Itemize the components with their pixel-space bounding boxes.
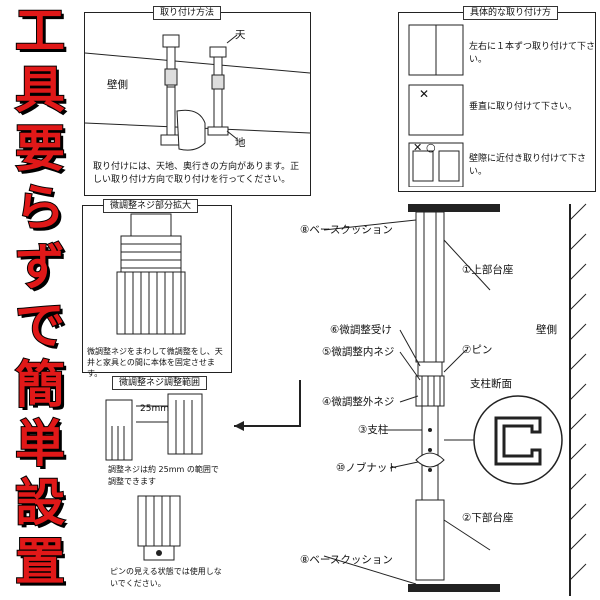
banner-char: 置 bbox=[14, 532, 66, 592]
specific-panel: 具体的な取り付け方 ✕ ✕ ○ 左右に１本ずつ取り付けて下さい。 垂直に取り付け… bbox=[398, 6, 596, 192]
label-cross-section: 支柱断面 bbox=[470, 378, 512, 390]
banner-char: 簡 bbox=[14, 355, 66, 415]
specific-item-3: 壁際に近付き取り付けて下さい。 bbox=[469, 154, 587, 177]
specific-title: 具体的な取り付け方 bbox=[463, 6, 559, 20]
label-pillar: ③支柱 bbox=[358, 424, 389, 436]
specific-item-1: 左右に１本ずつ取り付けて下さい。 bbox=[469, 42, 596, 65]
screw-zoom-illustration bbox=[116, 213, 186, 335]
label-fine-outer: ④微調整外ネジ bbox=[322, 396, 395, 408]
label-ceiling: 天 bbox=[235, 29, 246, 41]
banner-char: 単 bbox=[14, 414, 66, 474]
screw-range-illustration bbox=[105, 393, 203, 561]
specific-item-2: 垂直に取り付けて下さい。 bbox=[469, 102, 578, 112]
banner-char: 設 bbox=[14, 473, 66, 533]
range-note-1: 調整ネジは約 25mm の範囲で調整できます bbox=[108, 465, 219, 486]
banner-char: 要 bbox=[14, 119, 66, 179]
label-lower-base: ②下部台座 bbox=[462, 512, 514, 524]
label-wall-side: 壁側 bbox=[536, 324, 557, 336]
banner-char: ら bbox=[14, 178, 66, 238]
adjust-zoom-note: 微調整ネジをまわして微調整をし、天井と家具との間に本体を固定させます。 bbox=[87, 347, 223, 378]
label-wall: 壁側 bbox=[107, 79, 128, 91]
range-dimension: 25mm bbox=[140, 404, 169, 414]
label-fine-inner: ⑤微調整内ネジ bbox=[322, 346, 395, 358]
label-upper-base: ①上部台座 bbox=[462, 264, 514, 276]
label-floor: 地 bbox=[235, 137, 246, 149]
label-base-cushion-bottom: ⑧ベースクッション bbox=[300, 554, 393, 566]
label-pin: ⑦ピン bbox=[462, 344, 493, 356]
range-note-2: ピンの見える状態では使用しないでください。 bbox=[110, 567, 222, 588]
mounting-title: 取り付け方法 bbox=[153, 6, 222, 20]
adjust-range-title: 微調整ネジ調整範囲 bbox=[112, 376, 208, 390]
adjust-zoom-title: 微調整ネジ部分拡大 bbox=[103, 199, 199, 213]
adjust-range-panel: 微調整ネジ調整範囲 25mm 調整ネジは約 25mm の範囲で調整できます ピン… bbox=[98, 376, 228, 592]
banner-char: ず bbox=[14, 237, 66, 297]
parts-diagram bbox=[234, 203, 587, 596]
title-banner: 工 具 要 ら ず で 簡 単 設 置 bbox=[0, 0, 78, 600]
label-nob-nut: ⑩ノブナット bbox=[336, 462, 398, 474]
right-wrong-mark: ✕ ○ bbox=[413, 141, 436, 154]
mounting-illustration bbox=[85, 34, 310, 151]
mounting-panel: 取り付け方法 天 地 壁側 取り付けには、天地、奥行きの方向があります。正しい取… bbox=[84, 6, 311, 196]
banner-char: 具 bbox=[14, 60, 66, 120]
banner-char: で bbox=[14, 296, 66, 356]
cabinet-icons bbox=[408, 24, 464, 187]
label-base-cushion-top: ⑧ベースクッション bbox=[300, 224, 393, 236]
mounting-note: 取り付けには、天地、奥行きの方向があります。正しい取り付け方向で取り付けを行って… bbox=[93, 162, 300, 185]
wrong-mark: ✕ bbox=[419, 87, 430, 101]
label-fine-receiver: ⑥微調整受け bbox=[330, 324, 392, 336]
adjust-zoom-panel: 微調整ネジ部分拡大 微調整ネジをまわして微調整をし、天井と家具との間に本体を固定… bbox=[82, 199, 232, 378]
banner-char: 工 bbox=[14, 1, 66, 61]
